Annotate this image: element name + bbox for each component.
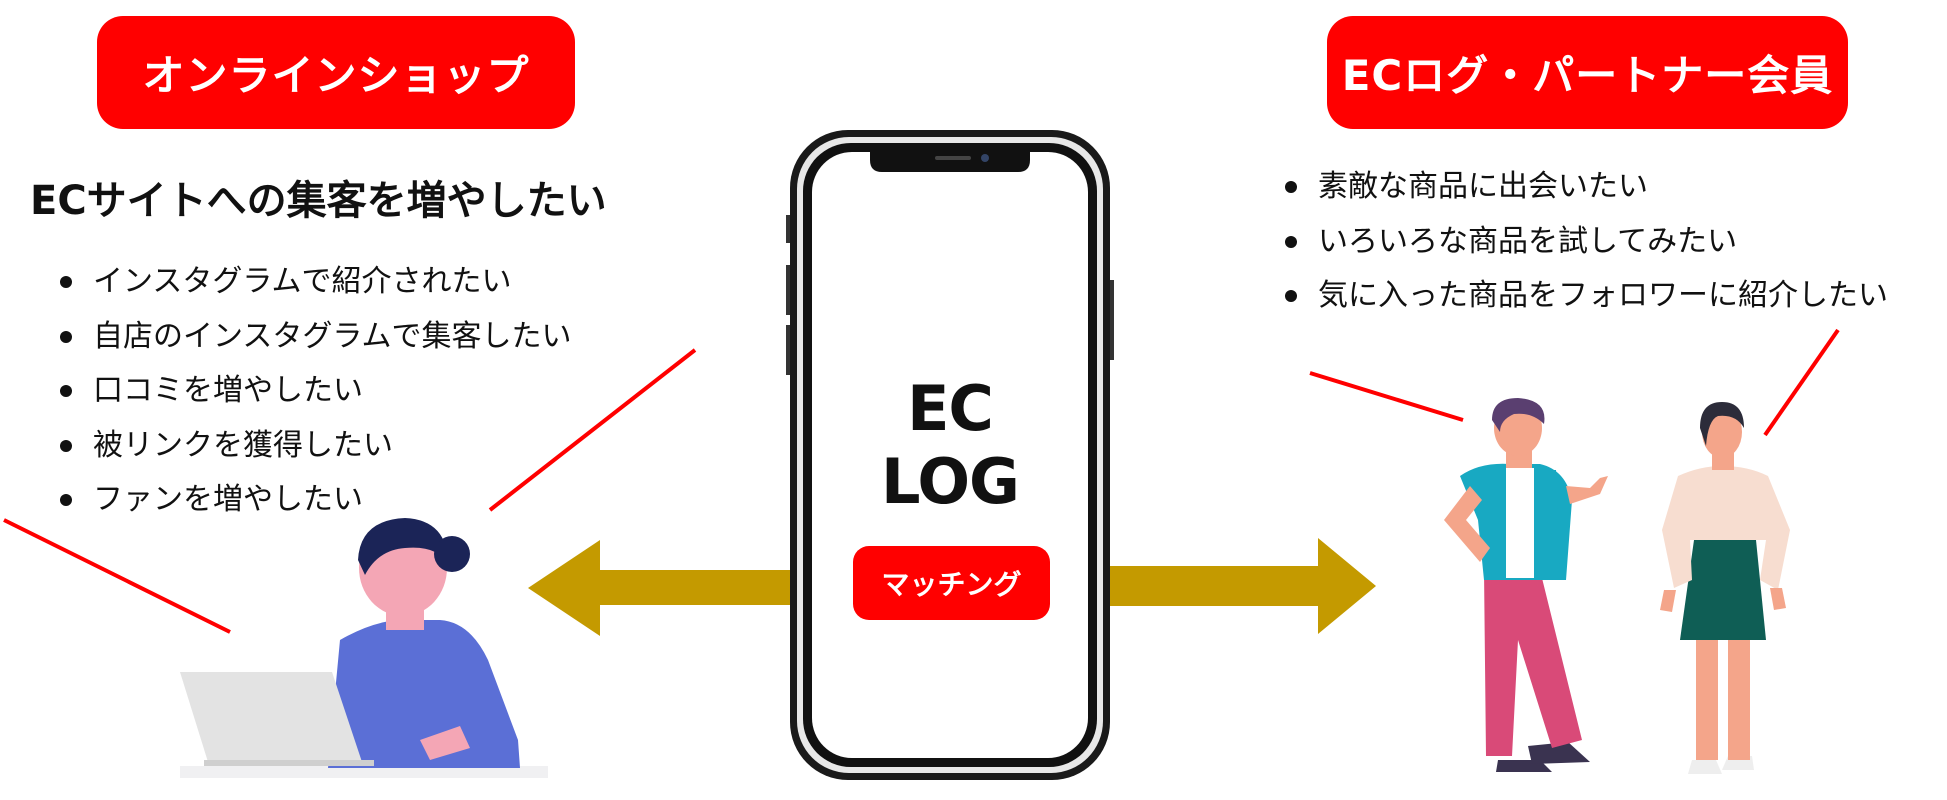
list-item: 気に入った商品をフォロワーに紹介したい (1283, 269, 1888, 324)
badge-online-shop: オンラインショップ (97, 16, 575, 129)
list-item: 自店のインスタグラムで集客したい (58, 310, 572, 365)
woman-standing-icon (1660, 402, 1790, 774)
accent-line-right-2 (1763, 328, 1840, 437)
online-shop-heading: ECサイトへの集客を増やしたい (30, 178, 607, 224)
badge-partner-member: ECログ・パートナー会員 (1327, 16, 1848, 129)
ec-log-logo: EC LOG (881, 372, 1020, 518)
list-item: 口コミを増やしたい (58, 364, 572, 419)
arrow-left-icon (528, 540, 840, 636)
accent-line-left-2 (488, 348, 697, 512)
list-item: 被リンクを獲得したい (58, 419, 572, 474)
man-gesturing-icon (1444, 398, 1608, 772)
matching-badge: マッチング (853, 546, 1050, 620)
arrow-right-icon (1062, 538, 1376, 634)
list-item: ファンを増やしたい (58, 473, 572, 528)
list-item: インスタグラムで紹介されたい (58, 255, 572, 310)
woman-laptop-icon (180, 518, 548, 778)
partner-needs-list: 素敵な商品に出会いたい いろいろな商品を試してみたい 気に入った商品をフォロワー… (1283, 160, 1888, 324)
accent-line-left-1 (3, 518, 231, 634)
list-item: いろいろな商品を試してみたい (1283, 215, 1888, 270)
list-item: 素敵な商品に出会いたい (1283, 160, 1888, 215)
accent-line-right-1 (1309, 371, 1464, 422)
online-shop-needs-list: インスタグラムで紹介されたい 自店のインスタグラムで集客したい 口コミを増やした… (58, 255, 572, 528)
